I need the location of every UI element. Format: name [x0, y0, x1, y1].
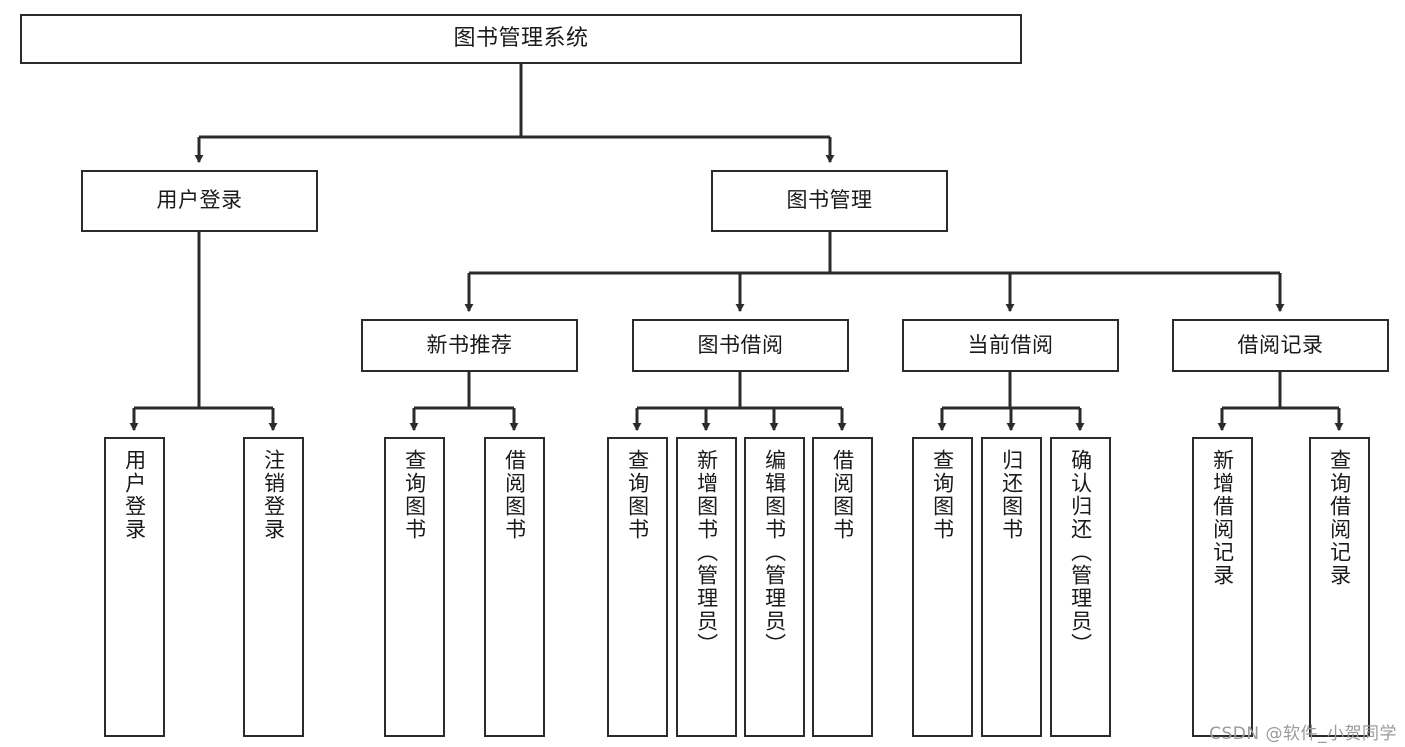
- leaf-borrow-book-recommend[interactable]: 借阅图书: [484, 437, 545, 737]
- leaf-return-book[interactable]: 归还图书: [981, 437, 1042, 737]
- watermark-csdn: CSDN @软件_小贺同学: [1209, 724, 1397, 744]
- leaf-user-logout[interactable]: 注销登录: [243, 437, 304, 737]
- node-book-borrow[interactable]: 图书借阅: [632, 319, 849, 372]
- node-label: 查询借阅记录: [1327, 449, 1352, 587]
- node-label: 查询图书: [625, 449, 650, 541]
- leaf-user-login[interactable]: 用户登录: [104, 437, 165, 737]
- node-user-login[interactable]: 用户登录: [81, 170, 318, 232]
- node-label: 新书推荐: [426, 332, 513, 357]
- node-label: 用户登录: [122, 449, 147, 541]
- node-label: 新增图书（管理员）: [694, 449, 719, 656]
- node-label: 图书借阅: [697, 332, 784, 357]
- node-label: 编辑图书（管理员）: [762, 449, 787, 656]
- node-label: 注销登录: [261, 449, 286, 541]
- node-current-borrow[interactable]: 当前借阅: [902, 319, 1119, 372]
- node-label: 借阅图书: [830, 449, 855, 541]
- leaf-query-book-borrow[interactable]: 查询图书: [607, 437, 668, 737]
- node-root-book-management-system[interactable]: 图书管理系统: [20, 14, 1022, 64]
- leaf-edit-book[interactable]: 编辑图书（管理员）: [744, 437, 805, 737]
- node-label: 查询图书: [930, 449, 955, 541]
- node-label: 借阅图书: [502, 449, 527, 541]
- node-label: 借阅记录: [1237, 332, 1324, 357]
- node-label: 查询图书: [402, 449, 427, 541]
- leaf-query-book-recommend[interactable]: 查询图书: [384, 437, 445, 737]
- node-label: 新增借阅记录: [1210, 449, 1235, 587]
- node-borrow-record[interactable]: 借阅记录: [1172, 319, 1389, 372]
- node-new-book-recommend[interactable]: 新书推荐: [361, 319, 578, 372]
- leaf-query-borrow-record[interactable]: 查询借阅记录: [1309, 437, 1370, 737]
- leaf-add-borrow-record[interactable]: 新增借阅记录: [1192, 437, 1253, 737]
- node-label: 图书管理: [786, 188, 873, 213]
- leaf-borrow-book[interactable]: 借阅图书: [812, 437, 873, 737]
- node-label: 归还图书: [999, 449, 1024, 541]
- leaf-query-book-current[interactable]: 查询图书: [912, 437, 973, 737]
- leaf-confirm-return[interactable]: 确认归还（管理员）: [1050, 437, 1111, 737]
- node-book-manage[interactable]: 图书管理: [711, 170, 948, 232]
- leaf-add-book[interactable]: 新增图书（管理员）: [676, 437, 737, 737]
- node-label: 当前借阅: [967, 332, 1054, 357]
- node-label: 用户登录: [156, 188, 243, 213]
- node-label: 图书管理系统: [453, 25, 589, 51]
- node-label: 确认归还（管理员）: [1068, 449, 1093, 656]
